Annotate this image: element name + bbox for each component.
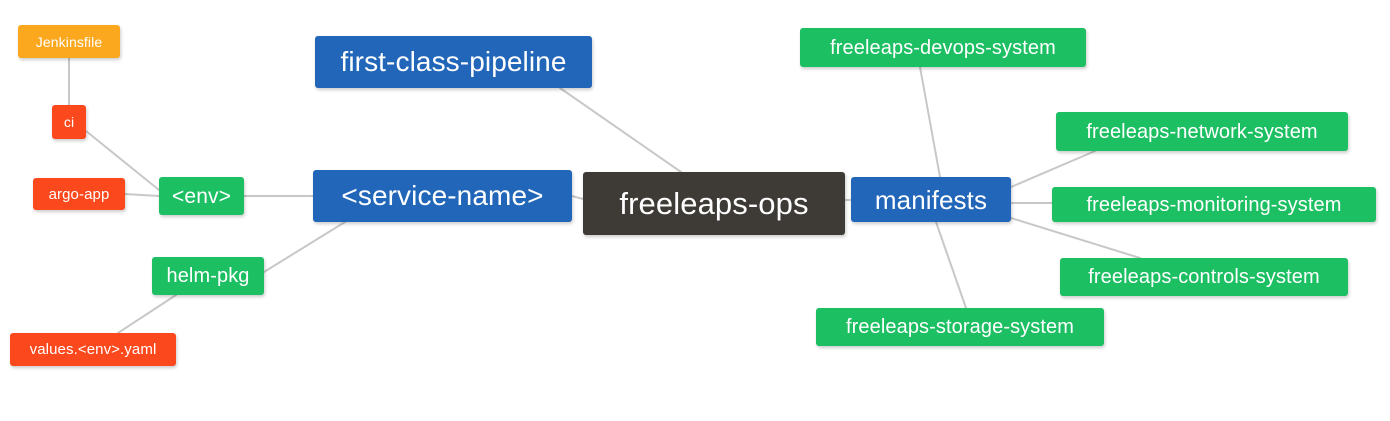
node-ci[interactable]: ci (52, 105, 86, 139)
node-helm-pkg[interactable]: helm-pkg (152, 257, 264, 295)
edge-manifests-to-network-system (1010, 150, 1096, 188)
node-freeleaps-ops[interactable]: freeleaps-ops (583, 172, 845, 235)
edge-argo-app-to-env (124, 193, 160, 197)
node-service-name[interactable]: <service-name> (313, 170, 572, 222)
edge-manifests-to-devops-system (919, 66, 941, 178)
edge-manifests-to-storage-system (935, 221, 967, 309)
node-values-yaml[interactable]: values.<env>.yaml (10, 333, 176, 366)
edge-service-name-to-freeleaps-ops (571, 195, 584, 200)
node-jenkinsfile[interactable]: Jenkinsfile (18, 25, 120, 58)
node-monitoring-system[interactable]: freeleaps-monitoring-system (1052, 187, 1376, 222)
edge-manifests-to-controls-system (1010, 217, 1141, 259)
node-argo-app[interactable]: argo-app (33, 178, 125, 210)
edge-helm-pkg-to-values-yaml (117, 294, 177, 334)
node-first-class-pipeline[interactable]: first-class-pipeline (315, 36, 592, 88)
node-devops-system[interactable]: freeleaps-devops-system (800, 28, 1086, 67)
node-env[interactable]: <env> (159, 177, 244, 215)
node-storage-system[interactable]: freeleaps-storage-system (816, 308, 1104, 346)
node-network-system[interactable]: freeleaps-network-system (1056, 112, 1348, 151)
edge-first-class-pipeline-to-freeleaps-ops (559, 87, 682, 173)
node-controls-system[interactable]: freeleaps-controls-system (1060, 258, 1348, 296)
node-manifests[interactable]: manifests (851, 177, 1011, 222)
edge-service-name-to-helm-pkg (263, 221, 346, 273)
